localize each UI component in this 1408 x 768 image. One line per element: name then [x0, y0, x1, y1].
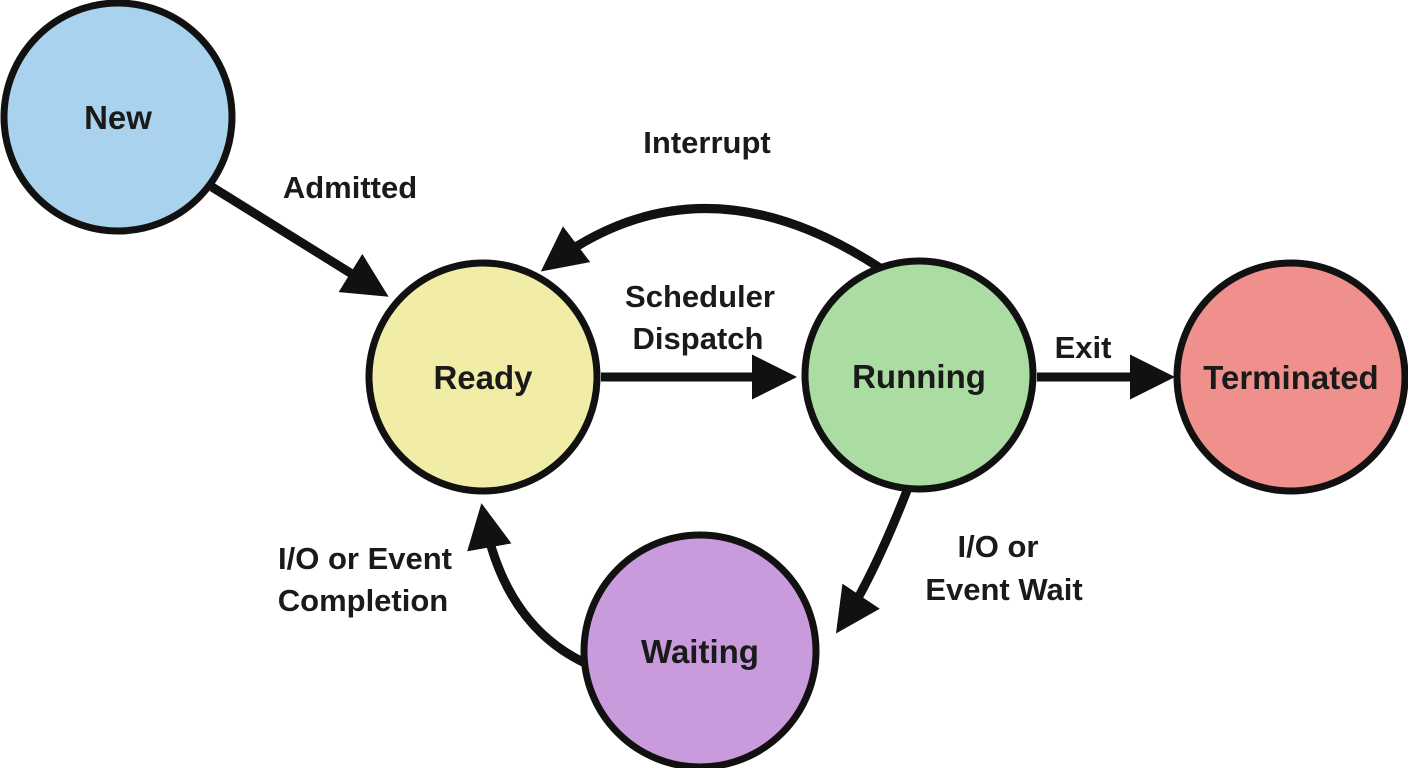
state-node-new — [0, 0, 236, 235]
edge-label-exit: Exit — [1055, 330, 1112, 365]
edge-label-interrupt: Interrupt — [643, 125, 770, 160]
edge-label-io-or: I/O or — [958, 529, 1039, 564]
arrow-interrupt — [540, 204, 883, 272]
state-label-new: New — [84, 99, 152, 136]
edge-label-scheduler: Scheduler — [625, 279, 775, 314]
edge-label-event-wait: Event Wait — [925, 572, 1082, 607]
state-node-labels: New Ready Running Terminated Waiting — [84, 99, 1379, 670]
edge-label-io-or-event: I/O or Event — [278, 541, 452, 576]
edge-label-admitted: Admitted — [283, 170, 417, 205]
state-label-terminated: Terminated — [1203, 359, 1378, 396]
arrow-io-event-wait — [835, 486, 913, 634]
state-label-running: Running — [852, 358, 986, 395]
arrow-admitted — [209, 183, 389, 297]
transition-arrows — [209, 183, 1175, 668]
state-label-ready: Ready — [433, 359, 533, 396]
state-node-terminated — [1173, 259, 1408, 495]
state-node-running — [801, 257, 1037, 493]
state-node-ready — [365, 259, 601, 495]
state-node-waiting — [580, 531, 820, 768]
edge-label-completion: Completion — [278, 583, 449, 618]
arrow-io-event-completion — [467, 503, 587, 668]
state-label-waiting: Waiting — [641, 633, 759, 670]
edge-label-dispatch: Dispatch — [633, 321, 764, 356]
transition-labels: Admitted Interrupt Scheduler Dispatch Ex… — [278, 125, 1112, 618]
